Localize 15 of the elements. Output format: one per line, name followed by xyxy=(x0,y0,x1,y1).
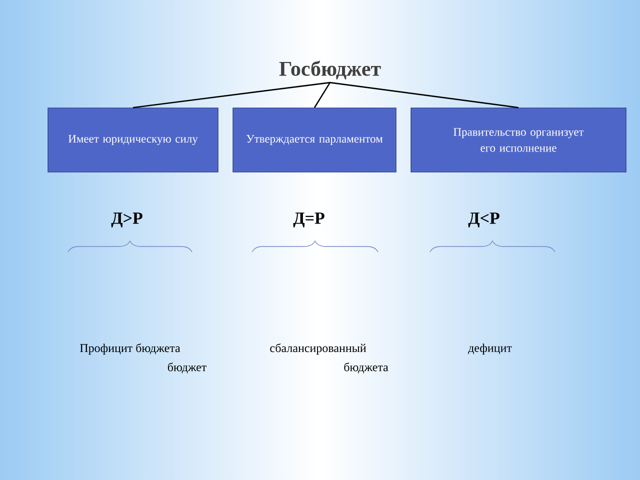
text-label: бюджет xyxy=(168,362,206,374)
text-label: Профицит бюджета xyxy=(80,343,180,355)
text-box: Утверждается парламентом xyxy=(232,108,396,172)
text-label: дефицит xyxy=(468,344,512,354)
condition-label: Д<Р xyxy=(468,212,500,228)
connector-line xyxy=(330,82,519,108)
connector-line xyxy=(314,82,331,108)
text-label: бюджета xyxy=(344,362,388,374)
text-box: Имеет юридическую силу xyxy=(48,108,218,172)
title: Госбюджет xyxy=(279,60,381,80)
condition-label: Д>Р xyxy=(111,212,142,228)
connector-line xyxy=(132,82,330,108)
text-label: сбалансированный xyxy=(270,343,366,355)
condition-label: Д=Р xyxy=(293,212,324,228)
text-box: Правительство организует его исполнение xyxy=(410,108,626,172)
